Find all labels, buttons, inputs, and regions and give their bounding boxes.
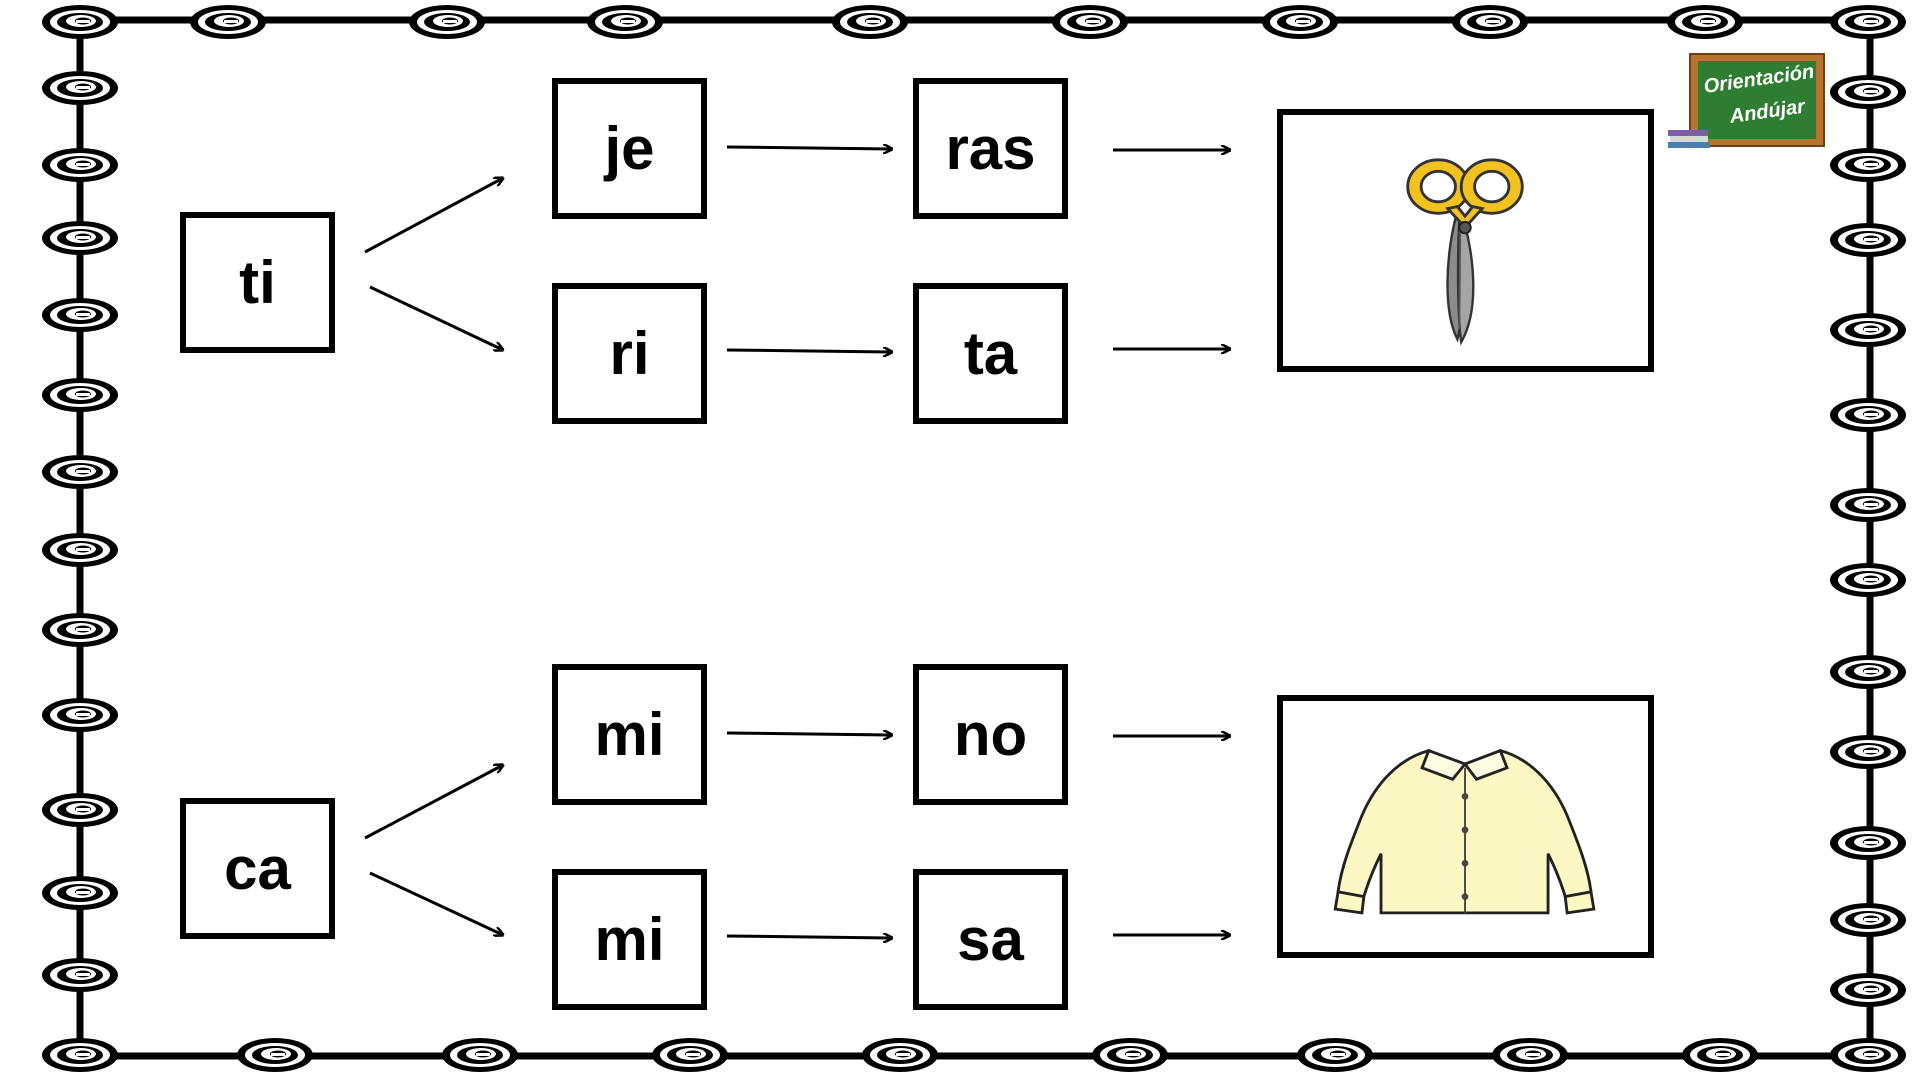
swirl-ornament-icon xyxy=(1830,826,1906,860)
swirl-ornament-icon xyxy=(1830,563,1906,597)
scissors-icon xyxy=(1406,158,1524,346)
swirl-ornament-icon xyxy=(1830,313,1906,347)
swirl-ornament-icon xyxy=(42,378,118,412)
swirl-ornament-icon xyxy=(42,958,118,992)
syllable-box-1-lower-end: ta xyxy=(913,283,1068,424)
chalkboard-icon xyxy=(1668,53,1825,148)
swirl-ornament-icon xyxy=(1452,5,1528,39)
swirl-ornament-icon xyxy=(1052,5,1128,39)
swirl-ornament-icon xyxy=(1682,1038,1758,1072)
swirl-ornament-icon xyxy=(1297,1038,1373,1072)
swirl-ornament-icon xyxy=(42,148,118,182)
swirl-ornament-icon xyxy=(42,5,118,39)
syllable-box-1-upper-middle: je xyxy=(552,78,707,219)
swirl-ornament-icon xyxy=(409,5,485,39)
picture-box-scissors xyxy=(1277,109,1654,372)
syllable-box-2-upper-end: no xyxy=(913,664,1068,805)
syllable-box-1-lower-middle: ri xyxy=(552,283,707,424)
swirl-ornament-icon xyxy=(1830,735,1906,769)
shirt-icon xyxy=(1333,748,1596,915)
swirl-ornament-icon xyxy=(1830,903,1906,937)
syllable-box-start-1: ti xyxy=(180,212,335,353)
swirl-ornament-icon xyxy=(1830,223,1906,257)
swirl-ornament-icon xyxy=(652,1038,728,1072)
swirl-ornament-icon xyxy=(42,1038,118,1072)
swirl-ornament-icon xyxy=(1492,1038,1568,1072)
swirl-ornament-icon xyxy=(42,71,118,105)
swirl-ornament-icon xyxy=(1830,5,1906,39)
swirl-ornament-icon xyxy=(190,5,266,39)
swirl-ornament-icon xyxy=(587,5,663,39)
picture-box-shirt xyxy=(1277,695,1654,958)
swirl-ornament-icon xyxy=(1830,973,1906,1007)
swirl-ornament-icon xyxy=(1830,488,1906,522)
swirl-ornament-icon xyxy=(42,793,118,827)
swirl-ornament-icon xyxy=(1830,398,1906,432)
arrow-lines-group-1 xyxy=(364,147,1230,352)
syllable-box-start-2: ca xyxy=(180,798,335,939)
swirl-ornament-icon xyxy=(1092,1038,1168,1072)
arrow-lines-group-2 xyxy=(364,733,1230,938)
swirl-ornament-icon xyxy=(1830,655,1906,689)
swirl-ornament-icon xyxy=(1262,5,1338,39)
swirl-ornament-icon xyxy=(1830,75,1906,109)
swirl-ornament-icon xyxy=(42,221,118,255)
swirl-ornament-icon xyxy=(832,5,908,39)
swirl-ornament-icon xyxy=(862,1038,938,1072)
swirl-ornament-icon xyxy=(42,298,118,332)
swirl-ornament-icon xyxy=(1667,5,1743,39)
syllable-box-2-lower-middle: mi xyxy=(552,869,707,1010)
swirl-ornament-icon xyxy=(1830,148,1906,182)
swirl-ornament-icon xyxy=(42,613,118,647)
syllable-box-2-lower-end: sa xyxy=(913,869,1068,1010)
swirl-ornament-icon xyxy=(442,1038,518,1072)
syllable-box-2-upper-middle: mi xyxy=(552,664,707,805)
swirl-ornament-icon xyxy=(42,455,118,489)
swirl-ornament-icon xyxy=(42,698,118,732)
swirl-ornament-icon xyxy=(42,876,118,910)
swirl-ornament-icon xyxy=(237,1038,313,1072)
swirl-ornament-icon xyxy=(1830,1038,1906,1072)
swirl-ornament-icon xyxy=(42,533,118,567)
brand-logo: Orientación Andújar xyxy=(1668,50,1828,154)
syllable-box-1-upper-end: ras xyxy=(913,78,1068,219)
